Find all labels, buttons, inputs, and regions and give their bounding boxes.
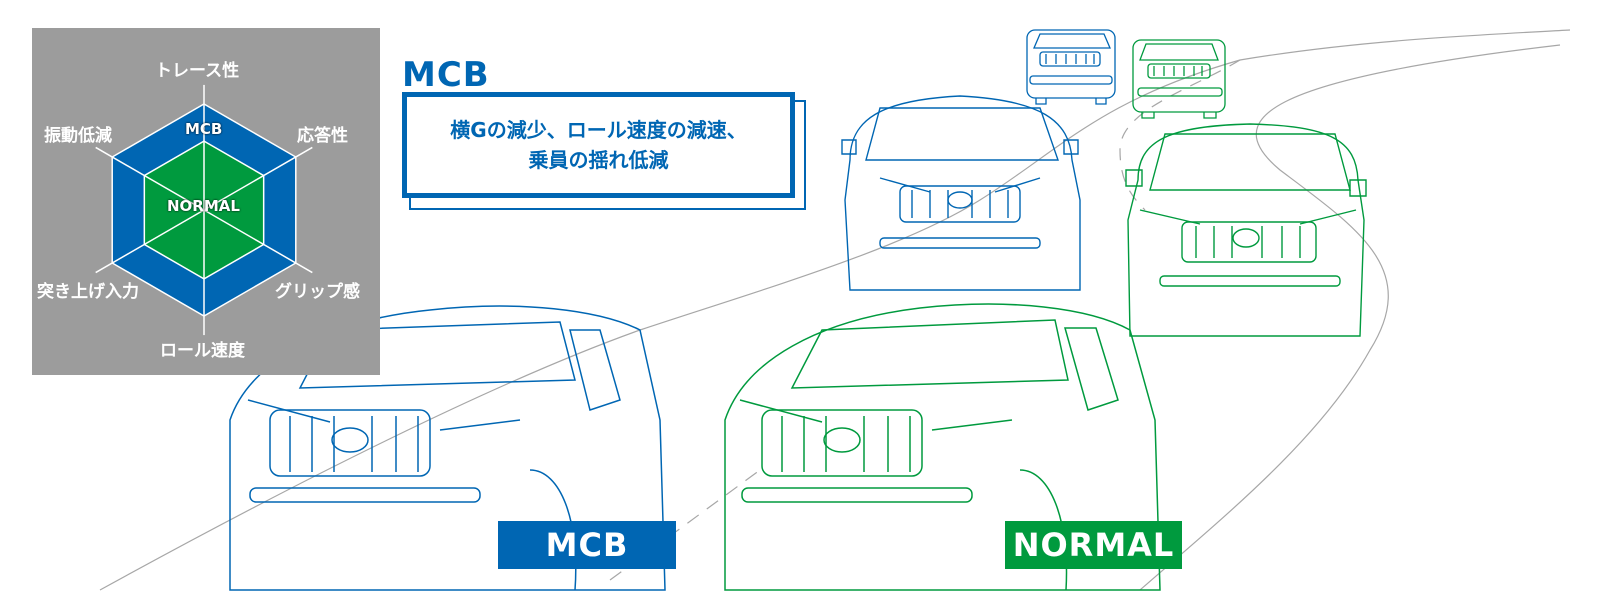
radar-spokes <box>95 84 313 336</box>
suv-mid-normal <box>1125 123 1367 337</box>
radar-chart-panel: トレース性 応答性 グリップ感 ロール速度 突き上げ入力 振動低減 MCB NO… <box>32 28 380 375</box>
suv-front-normal <box>724 303 1161 591</box>
legend-mcb-label: MCB <box>185 120 223 138</box>
axis-label-grip: グリップ感 <box>275 282 360 302</box>
suv-far-mcb <box>1026 29 1116 105</box>
suv-mid-mcb <box>841 95 1081 291</box>
axis-label-response: 応答性 <box>297 126 348 146</box>
mode-heading: MCB <box>402 55 490 95</box>
legend-normal-label: NORMAL <box>167 197 240 215</box>
callout-line-1: 横Gの減少、ロール速度の減速、 <box>450 118 747 142</box>
radar-spoke-4 <box>95 209 205 274</box>
normal-tag: NORMAL <box>1005 521 1182 569</box>
radar-spoke-5 <box>95 146 205 211</box>
callout-box: 横Gの減少、ロール速度の減速、 乗員の揺れ低減 <box>402 92 795 198</box>
radar-spoke-2 <box>203 209 313 274</box>
mcb-tag: MCB <box>498 521 676 569</box>
axis-label-vibration: 振動低減 <box>44 126 112 146</box>
suv-far-normal <box>1132 39 1226 119</box>
radar-chart <box>95 84 313 336</box>
axis-label-roll-speed: ロール速度 <box>160 341 245 361</box>
axis-label-bump-input: 突き上げ入力 <box>37 282 139 302</box>
callout-line-2: 乗員の揺れ低減 <box>528 148 669 172</box>
radar-spoke-1 <box>203 146 313 211</box>
axis-label-trace: トレース性 <box>155 61 240 81</box>
